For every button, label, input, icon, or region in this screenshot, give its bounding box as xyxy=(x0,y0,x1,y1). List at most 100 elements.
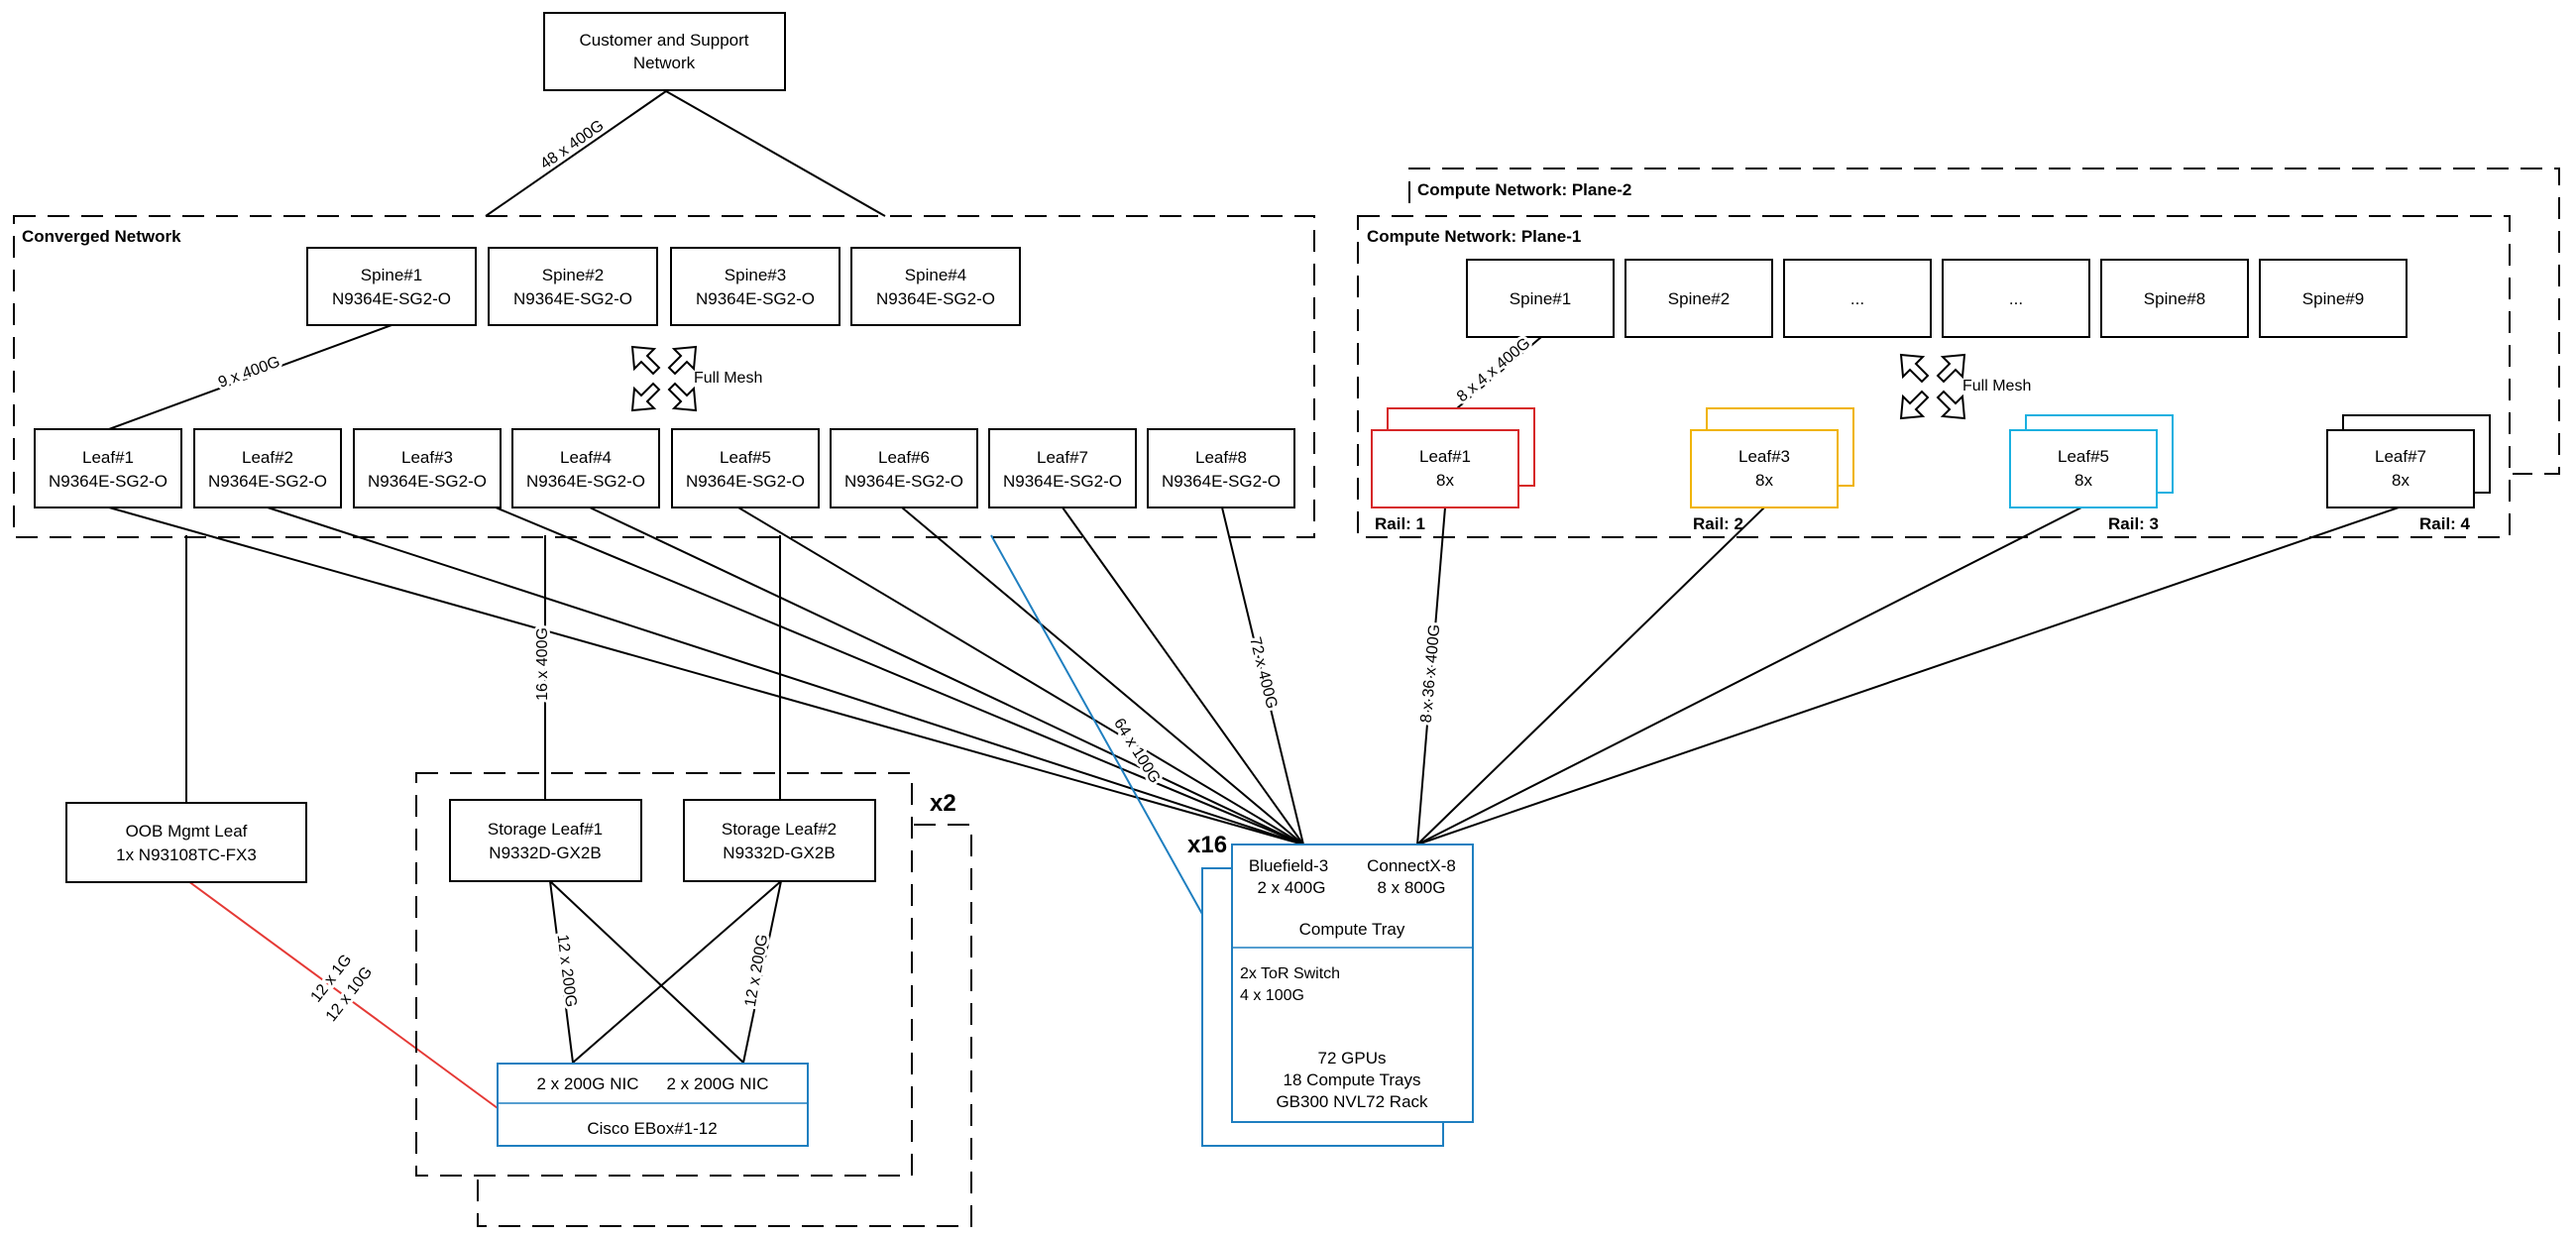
compute-full-mesh-label: Full Mesh xyxy=(1962,378,2031,394)
storage-leaf-name: Storage Leaf#2 xyxy=(722,820,837,839)
compute-leaf-tray-label: 8 x 36 x 400G xyxy=(1418,623,1444,724)
spine-name: Spine#2 xyxy=(542,266,604,284)
leaf-model: N9364E-SG2-O xyxy=(1003,472,1122,491)
spine-name: Spine#1 xyxy=(1510,289,1571,308)
compute-plane1-frame xyxy=(1357,215,2511,538)
leaf8-tray-link xyxy=(1221,506,1304,845)
leaf-model: N9364E-SG2-O xyxy=(49,472,168,491)
converged-leaf-3: Leaf#3 N9364E-SG2-O xyxy=(353,428,502,508)
converged-network-title: Converged Network xyxy=(22,227,181,246)
rack-gpus: 72 GPUs xyxy=(1318,1049,1387,1068)
leaf-model: N9364E-SG2-O xyxy=(526,472,645,491)
ebox-nic-1: 2 x 200G NIC xyxy=(537,1074,639,1093)
leaf-name: Leaf#5 xyxy=(2058,447,2109,466)
compute-leaf7-tray-link xyxy=(1416,506,2400,845)
leaf-name: Leaf#4 xyxy=(560,448,612,467)
spine-model: N9364E-SG2-O xyxy=(876,289,995,308)
spine-name: Spine#3 xyxy=(725,266,786,284)
compute-spine-2: Spine#2 xyxy=(1624,259,1773,338)
converged-leaf-8: Leaf#8 N9364E-SG2-O xyxy=(1147,428,1295,508)
connectx-name: ConnectX-8 xyxy=(1367,856,1456,875)
storage-frame xyxy=(415,772,913,1177)
rack-model: GB300 NVL72 Rack xyxy=(1276,1092,1428,1111)
converged-spine-3: Spine#3 N9364E-SG2-O xyxy=(670,247,840,326)
storage-multiplier: x2 xyxy=(930,790,956,817)
compute-leaf-rail-3: Leaf#5 8x Rail: 3 xyxy=(2009,414,2174,533)
bluefield-ports: 2 x 400G xyxy=(1258,878,1326,897)
ebox-nic-2: 2 x 200G NIC xyxy=(667,1074,769,1093)
leaf-model: N9364E-SG2-O xyxy=(208,472,327,491)
converged-leaf-1: Leaf#1 N9364E-SG2-O xyxy=(34,428,182,508)
rail-label: Rail: 4 xyxy=(2419,514,2471,533)
leaf6-tray-link xyxy=(901,506,1304,845)
leaf-model: N9364E-SG2-O xyxy=(686,472,805,491)
leaf4-tray-link xyxy=(589,506,1304,845)
tor-link xyxy=(990,534,1238,977)
compute-plane2-frame xyxy=(1408,168,2560,475)
compute-spine-ellipsis-2: ... xyxy=(1942,259,2090,338)
compute-spine-9: Spine#9 xyxy=(2259,259,2408,338)
oob-leaf-name: OOB Mgmt Leaf xyxy=(126,822,248,841)
converged-spine-4: Spine#4 N9364E-SG2-O xyxy=(850,247,1021,326)
storage-leaf-model: N9332D-GX2B xyxy=(723,844,835,862)
compute-plane2-title: Compute Network: Plane-2 xyxy=(1417,180,1631,199)
converged-spine-2: Spine#2 N9364E-SG2-O xyxy=(488,247,658,326)
leaf-name: Leaf#8 xyxy=(1195,448,1247,467)
leaf-count: 8x xyxy=(2392,471,2409,490)
spine-model: N9364E-SG2-O xyxy=(513,289,632,308)
storage-leaf-name: Storage Leaf#1 xyxy=(488,820,603,839)
leaf7-tray-link xyxy=(1062,506,1304,845)
converged-full-mesh-label: Full Mesh xyxy=(694,370,762,387)
compute-spine-leaf-link xyxy=(1456,336,1542,409)
rail-label: Rail: 3 xyxy=(2108,514,2159,533)
compute-leaf3-tray-link xyxy=(1416,506,1765,845)
compute-leaf-rail-4: Leaf#7 8x Rail: 4 xyxy=(2326,414,2491,533)
rail-label: Rail: 1 xyxy=(1375,514,1425,533)
leaf-model: N9364E-SG2-O xyxy=(1162,472,1281,491)
leaf-name: Leaf#7 xyxy=(2375,447,2426,466)
storage-leaf-1: Storage Leaf#1 N9332D-GX2B xyxy=(449,799,642,882)
leaf-name: Leaf#1 xyxy=(82,448,134,467)
storage-leaf-model: N9332D-GX2B xyxy=(489,844,601,862)
storage-leaf2-nic2-link xyxy=(742,880,782,1064)
cisco-ebox: 2 x 200G NIC 2 x 200G NIC Cisco EBox#1-1… xyxy=(497,1063,809,1147)
converged-spine-leaf-link xyxy=(108,324,392,430)
compute-plane1-title: Compute Network: Plane-1 xyxy=(1367,227,1581,246)
compute-leaf5-tray-link xyxy=(1416,506,2082,845)
storage-leaf1-nic2-link xyxy=(549,880,744,1064)
storage-leaf1-nic1-link xyxy=(549,880,574,1064)
spine-name: Spine#2 xyxy=(1668,289,1730,308)
rail-label: Rail: 2 xyxy=(1693,514,1743,533)
storage-uplink-label: 16 x 400G xyxy=(534,627,551,701)
leaf-count: 8x xyxy=(1436,471,1454,490)
converged-leaf-6: Leaf#6 N9364E-SG2-O xyxy=(830,428,978,508)
converged-network-frame xyxy=(13,215,1315,538)
storage-nic-left-label: 12 x 200G xyxy=(554,934,580,1008)
leaf1-tray-link xyxy=(108,506,1304,845)
leaf-model: N9364E-SG2-O xyxy=(844,472,963,491)
converged-leaf-5: Leaf#5 N9364E-SG2-O xyxy=(671,428,820,508)
customer-network: Customer and Support Network xyxy=(543,12,786,91)
customer-link-left xyxy=(485,90,667,217)
leaf-count: 8x xyxy=(1755,471,1773,490)
leaf3-tray-link xyxy=(495,506,1304,845)
spine-name: Spine#4 xyxy=(905,266,966,284)
converged-spine-1: Spine#1 N9364E-SG2-O xyxy=(306,247,477,326)
leaf2-tray-link xyxy=(267,506,1304,845)
converged-leaf-2: Leaf#2 N9364E-SG2-O xyxy=(193,428,342,508)
spine-name: Spine#9 xyxy=(2302,289,2364,308)
connectx-ports: 8 x 800G xyxy=(1378,878,1446,897)
oob-leaf-model: 1x N93108TC-FX3 xyxy=(116,845,257,864)
oob-mgmt-leaf: OOB Mgmt Leaf 1x N93108TC-FX3 xyxy=(65,802,307,883)
leaf-name: Leaf#5 xyxy=(720,448,771,467)
storage-leaf-2: Storage Leaf#2 N9332D-GX2B xyxy=(683,799,876,882)
storage-nic-right-label: 12 x 200G xyxy=(742,933,772,1008)
spine-model: N9364E-SG2-O xyxy=(696,289,815,308)
compute-leaf-rail-1: Leaf#1 8x Rail: 1 xyxy=(1371,407,1535,533)
converged-spines: Spine#1 N9364E-SG2-O Spine#2 N9364E-SG2-… xyxy=(306,247,1021,326)
converged-compute-link-label: 72 x 400G xyxy=(1246,635,1280,711)
leaf-name: Leaf#3 xyxy=(1738,447,1790,466)
compute-leaf-rail-2: Leaf#3 8x Rail: 2 xyxy=(1690,407,1854,533)
converged-full-mesh-icon xyxy=(630,345,698,412)
